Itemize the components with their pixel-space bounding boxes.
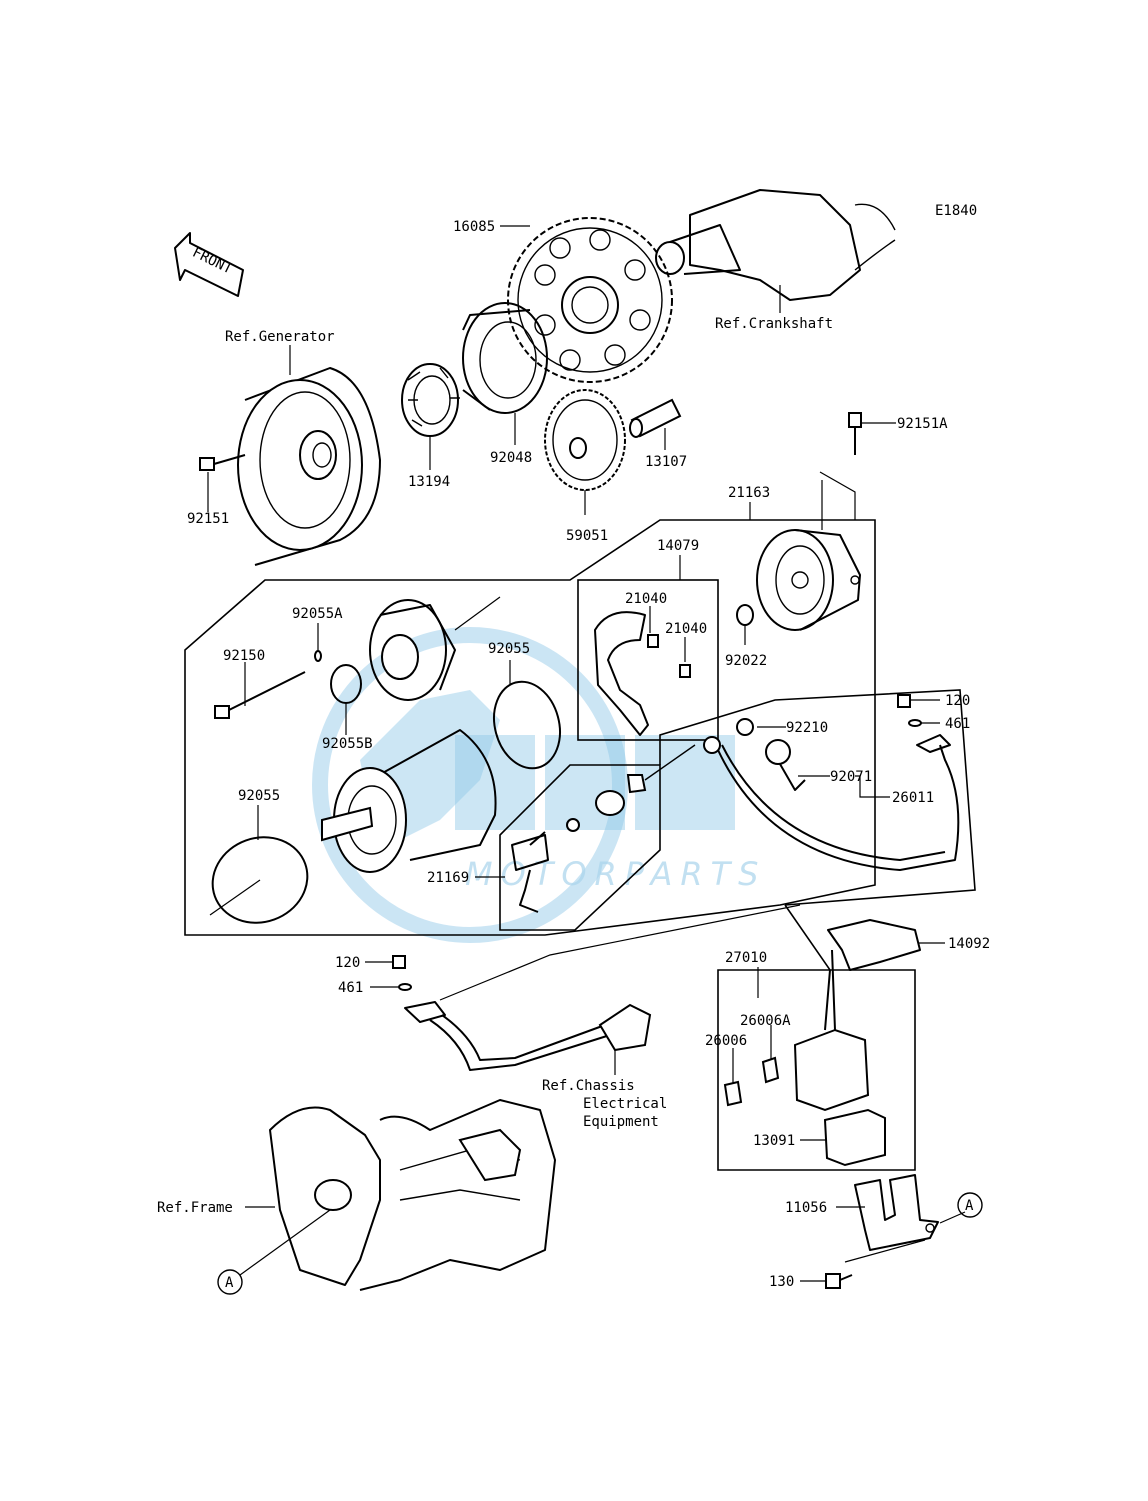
screw-120-icon [897, 694, 911, 708]
part-26006A: 26006A [740, 1013, 791, 1029]
washer-92022-icon [736, 604, 754, 626]
long-bolt-92150-icon [214, 671, 306, 719]
bolt-92151-icon [199, 454, 246, 471]
part-27010: 27010 [725, 950, 767, 966]
frame-icon [269, 1099, 556, 1291]
ref-generator: Ref.Generator [225, 329, 335, 345]
brush-plate-icon [594, 611, 691, 736]
part-13107: 13107 [645, 454, 687, 470]
starter-motor-body-icon [321, 729, 497, 873]
ref-chassis-3: Equipment [583, 1114, 659, 1130]
part-59051: 59051 [566, 528, 608, 544]
screw-120-lower-icon [392, 955, 406, 969]
terminal-box [499, 764, 661, 931]
part-21040-a: 21040 [625, 591, 667, 607]
starter-cable-icon [703, 718, 960, 871]
part-21040-b: 21040 [665, 621, 707, 637]
generator-rotor-icon [237, 367, 381, 566]
relay-cover-icon [827, 919, 921, 971]
part-120-a: 120 [945, 693, 970, 709]
part-461-a: 461 [945, 716, 970, 732]
front-label: FRONT [190, 245, 235, 278]
marker-a-left-label: A [225, 1275, 234, 1291]
part-26011: 26011 [892, 790, 934, 806]
part-14079: 14079 [657, 538, 699, 554]
o-ring-92055-right-icon [493, 680, 561, 770]
part-26006: 26006 [705, 1033, 747, 1049]
bracket-11056-icon [854, 1174, 939, 1251]
ref-crankshaft: Ref.Crankshaft [715, 316, 833, 332]
marker-a-right [957, 1192, 983, 1218]
diagram-code: E1840 [935, 203, 977, 219]
washer-461-lower-icon [398, 983, 412, 991]
starter-motor-box [184, 519, 876, 936]
part-92022: 92022 [725, 653, 767, 669]
part-11056: 11056 [785, 1200, 827, 1216]
front-arrow-icon: FRONT [174, 232, 244, 297]
o-ring-92055-left-icon [211, 836, 309, 924]
part-21169: 21169 [427, 870, 469, 886]
part-92071: 92071 [830, 769, 872, 785]
part-92055B: 92055B [322, 736, 373, 752]
starter-clutch-gear-icon [507, 217, 673, 383]
ground-cable-icon [404, 1001, 652, 1071]
part-92210: 92210 [786, 720, 828, 736]
part-92048: 92048 [490, 450, 532, 466]
crankshaft-icon [655, 189, 896, 301]
motor-front-cover-icon [369, 599, 456, 701]
brush-holder-box [577, 579, 719, 741]
fuse-26006A-icon [761, 1056, 780, 1084]
bolt-92151A-icon [848, 412, 862, 455]
cable-box [659, 689, 976, 906]
ref-frame: Ref.Frame [157, 1200, 233, 1216]
terminal-bolt-icon [511, 744, 696, 913]
part-13194: 13194 [408, 474, 450, 490]
part-16085: 16085 [453, 219, 495, 235]
fuse-26006-icon [723, 1080, 743, 1107]
washer-461-icon [908, 719, 922, 727]
ref-chassis-1: Ref.Chassis [542, 1078, 635, 1094]
part-92151A: 92151A [897, 416, 948, 432]
part-120-b: 120 [335, 955, 360, 971]
flange-92048-icon [462, 302, 548, 414]
watermark-text: MOTORPARTS [465, 855, 766, 893]
one-way-clutch-icon [401, 363, 460, 437]
part-13091: 13091 [753, 1133, 795, 1149]
idle-gear-icon [544, 389, 626, 491]
part-92150: 92150 [223, 648, 265, 664]
part-14092: 14092 [948, 936, 990, 952]
part-92055A: 92055A [292, 606, 343, 622]
end-cover-icon [756, 529, 861, 631]
o-ring-92055A-icon [314, 650, 322, 662]
bolt-130-icon [825, 1273, 853, 1289]
part-92055-b: 92055 [238, 788, 280, 804]
marker-a-right-label: A [965, 1198, 974, 1214]
part-130: 130 [769, 1274, 794, 1290]
relay-cap-13091-icon [823, 1108, 886, 1167]
ref-chassis-2: Electrical [583, 1096, 667, 1112]
part-92151: 92151 [187, 511, 229, 527]
marker-a-left [217, 1269, 243, 1295]
shaft-13107-icon [629, 398, 682, 438]
part-461-b: 461 [338, 980, 363, 996]
part-92055-a: 92055 [488, 641, 530, 657]
part-21163: 21163 [728, 485, 770, 501]
starter-relay-icon [793, 949, 870, 1112]
